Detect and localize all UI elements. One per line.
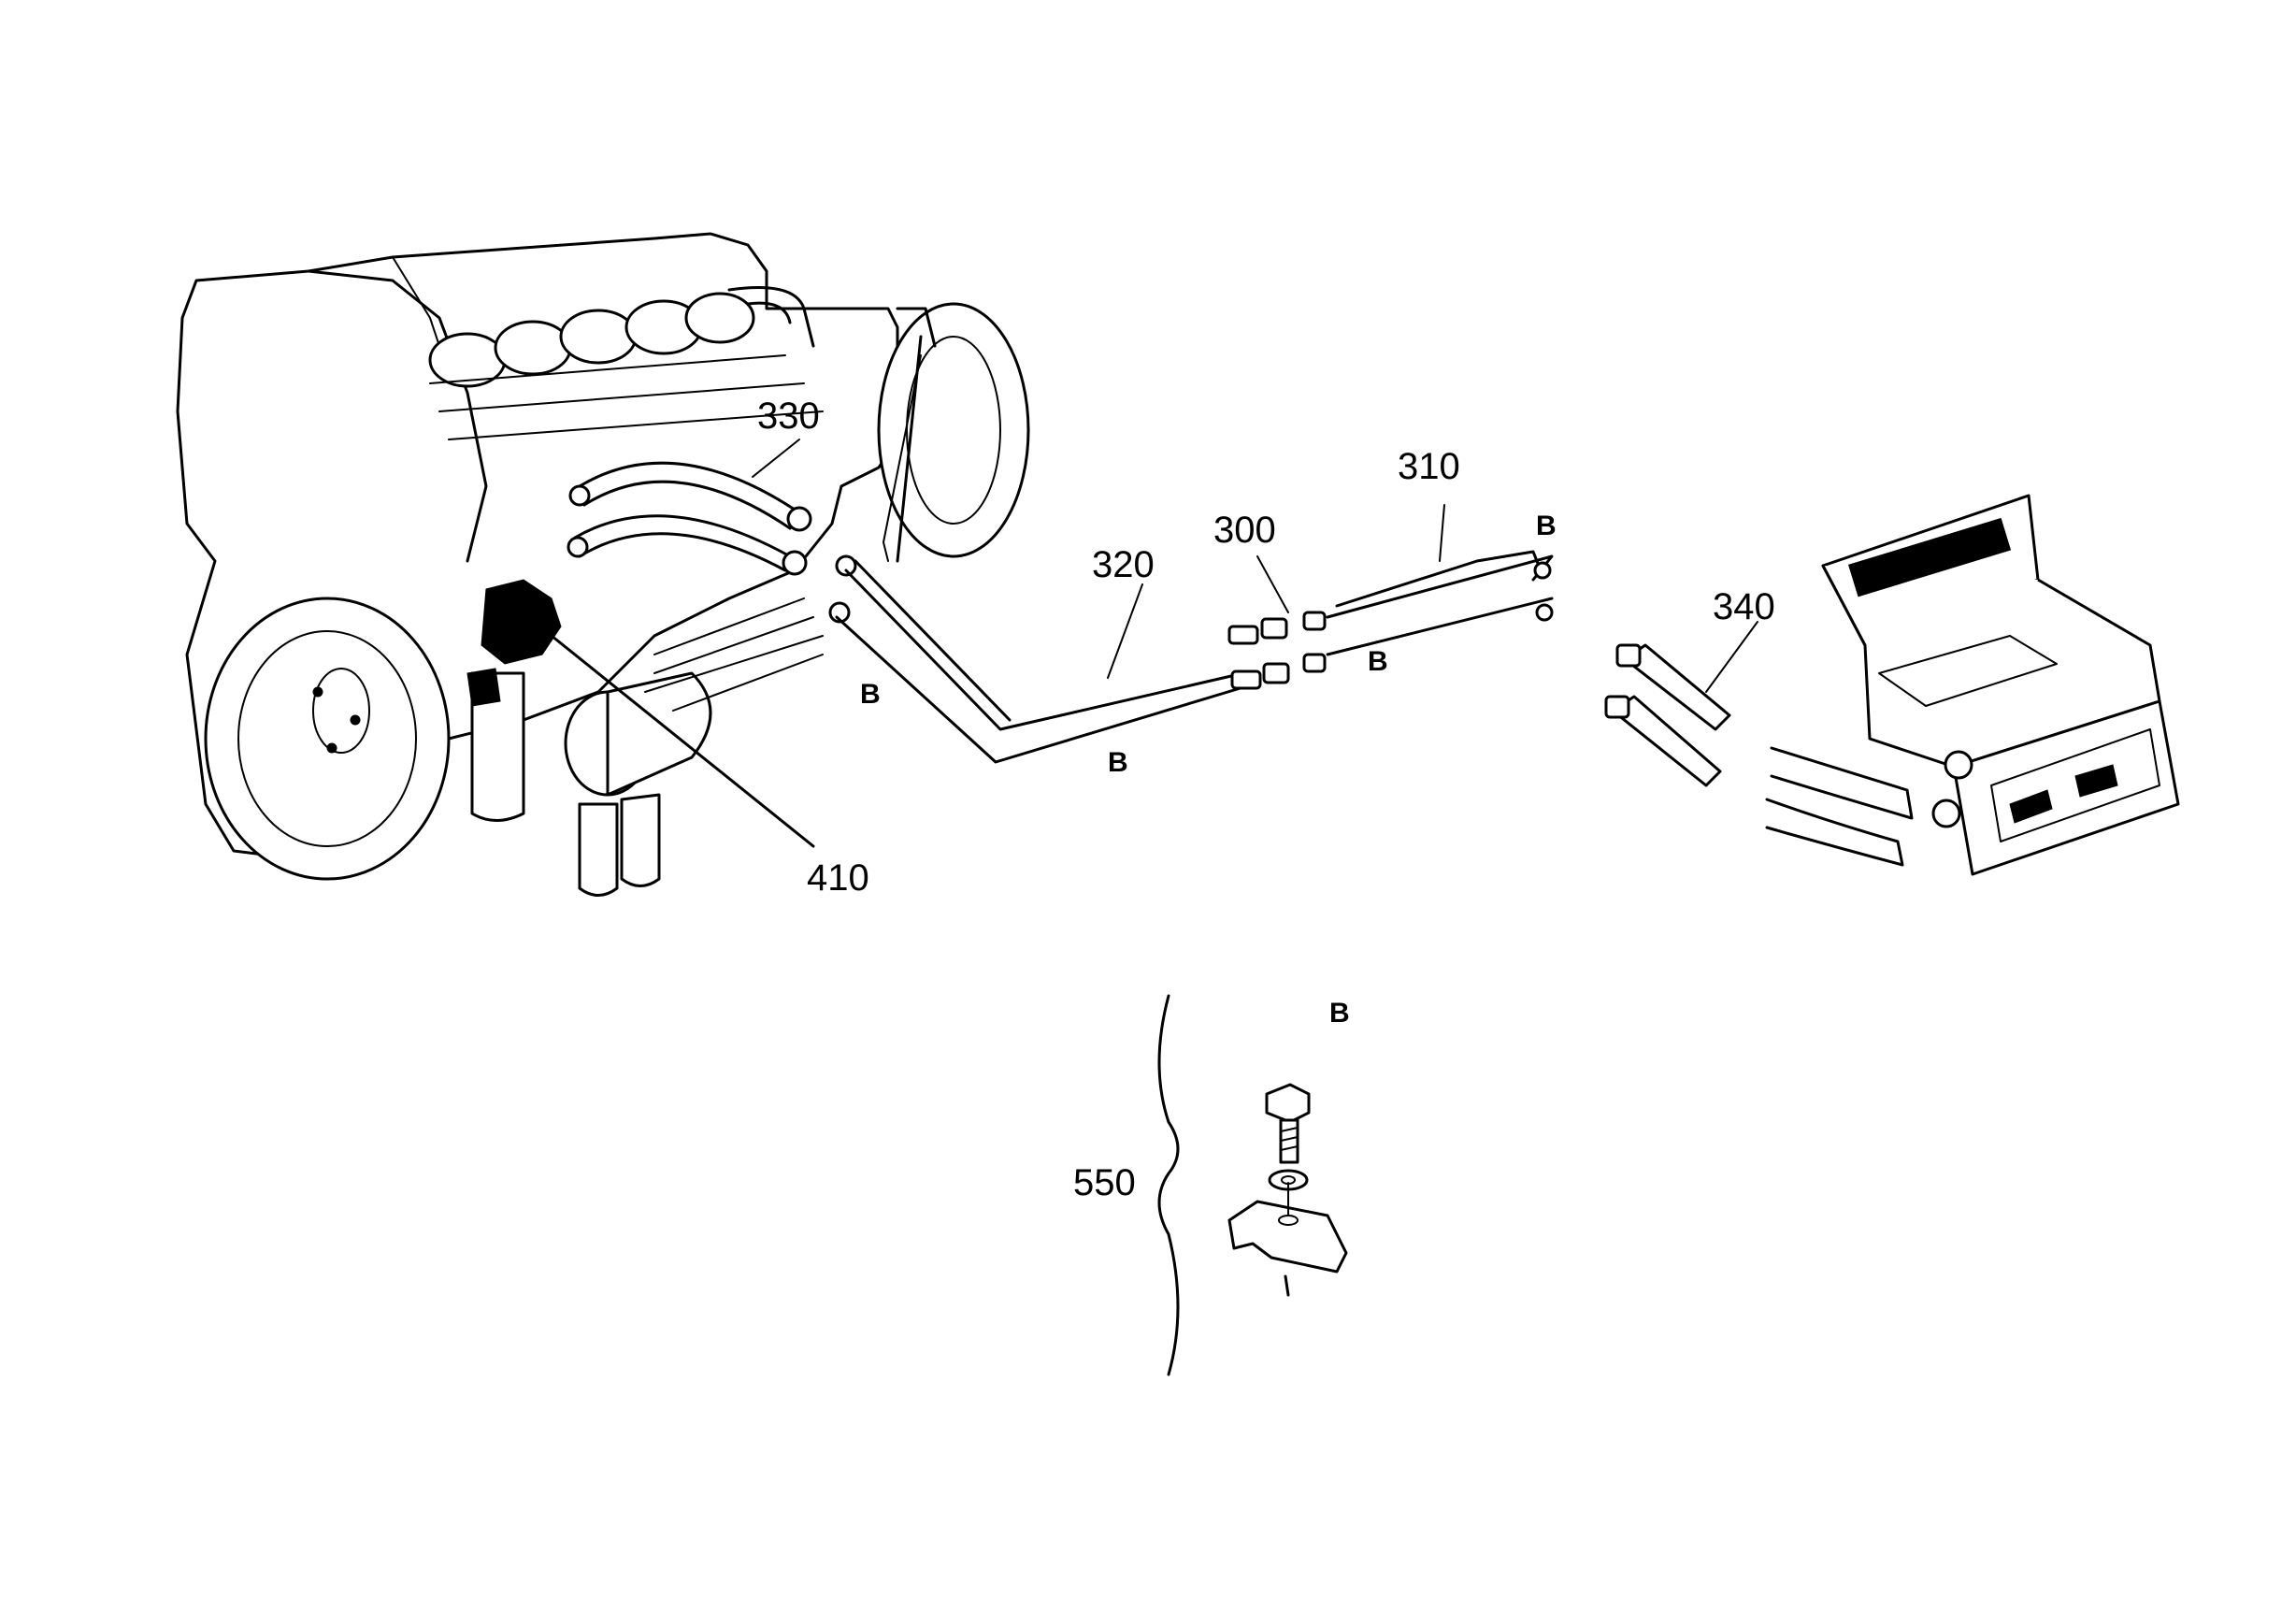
- bracket-detail-550: [1157, 994, 1348, 1376]
- detail-marker-b: B: [1368, 646, 1388, 677]
- leader-lines: [550, 439, 1758, 848]
- pipe-connector-300: [1227, 611, 1327, 690]
- heater-unit: [1765, 494, 2180, 876]
- callout-550: 550: [1073, 1162, 1136, 1203]
- detail-markers: B B B B B: [860, 511, 1557, 1029]
- detail-marker-b: B: [1329, 998, 1350, 1029]
- callout-300: 300: [1213, 510, 1276, 551]
- heater-pipe-320: [835, 559, 1245, 764]
- detail-marker-b: B: [1536, 511, 1557, 541]
- engine-illustration: [176, 232, 1030, 897]
- callout-320: 320: [1092, 544, 1155, 585]
- callout-340: 340: [1713, 586, 1775, 627]
- detail-marker-b: B: [860, 679, 881, 710]
- callout-330: 330: [757, 396, 820, 437]
- hoses-340: [1604, 643, 1731, 787]
- callout-labels: 330 310 300 320 340 410 550: [757, 396, 1775, 1203]
- heater-pipe-310: [1326, 550, 1554, 656]
- callout-310: 310: [1398, 446, 1460, 487]
- callout-410: 410: [807, 857, 869, 899]
- detail-marker-b: B: [1108, 747, 1128, 778]
